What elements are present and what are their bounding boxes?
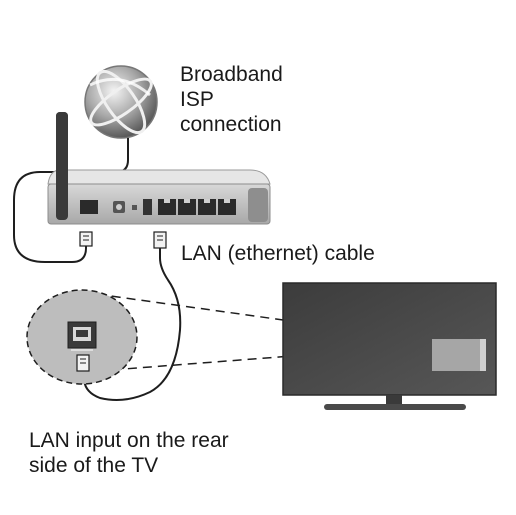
rear-label-line-1: LAN input on the rear [29, 429, 229, 452]
rear-label-line-2: side of the TV [29, 454, 159, 477]
tv-lan-input-label: LAN input on the rear side of the TV [29, 428, 229, 478]
router-icon [47, 112, 271, 225]
lan-cable-label: LAN (ethernet) cable [181, 242, 375, 265]
globe-icon [84, 65, 158, 139]
television-icon [282, 282, 497, 410]
zoom-guide-lines [81, 291, 435, 372]
rj45-plug-icon [153, 231, 167, 249]
isp-connection-label: Broadband ISP connection [180, 62, 283, 137]
rear-panel-zoom [26, 289, 138, 385]
isp-label-line-1: Broadband [180, 63, 283, 86]
lan-cable [83, 248, 182, 401]
isp-label-line-3: connection [180, 113, 282, 136]
isp-label-line-2: ISP [180, 88, 214, 111]
rj45-plug-icon [79, 231, 93, 247]
